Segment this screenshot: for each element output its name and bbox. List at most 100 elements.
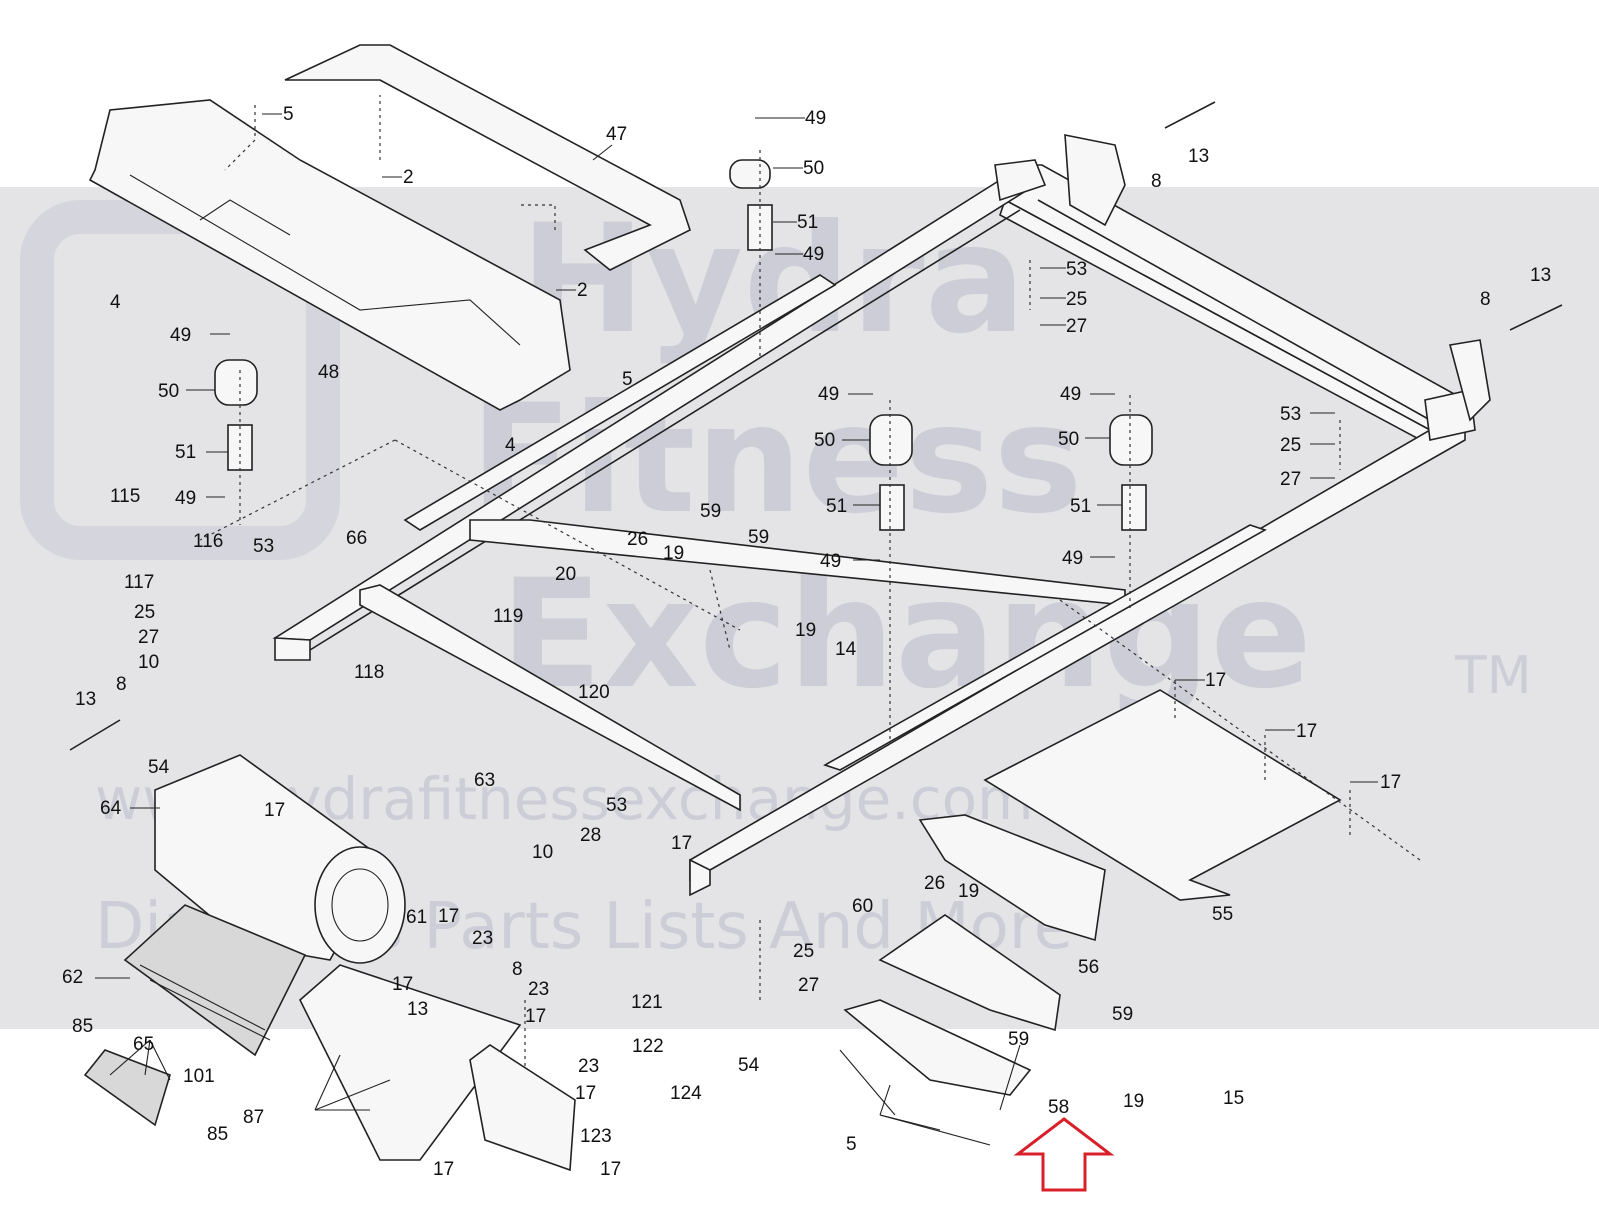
bolt-13-right (1509, 304, 1563, 331)
callout-c71: 13 (407, 999, 428, 1020)
callout-c64: 10 (532, 842, 553, 863)
rear-bracket-left (994, 159, 1047, 202)
motor-fan (331, 868, 389, 942)
spring-top-center (729, 159, 771, 189)
callout-c94: 56 (1078, 957, 1099, 978)
frame-rail-rear-side (999, 198, 1431, 447)
callout-c6: 4 (110, 292, 121, 313)
callout-labels: 5247248454495051498135325271384950514949… (62, 104, 1551, 1180)
callout-c101: 55 (1212, 904, 1233, 925)
hood-cover-47 (284, 44, 691, 271)
leader-c76-a (109, 1039, 151, 1076)
callout-c98: 15 (1223, 1088, 1244, 1109)
callout-c51: 119 (493, 606, 523, 627)
leader-c100-b (879, 1084, 891, 1116)
callout-c13: 8 (1151, 171, 1162, 192)
callout-c76: 65 (133, 1034, 154, 1055)
callout-c65: 28 (580, 825, 601, 846)
callout-c1: 5 (283, 104, 294, 125)
callout-c28: 53 (1280, 404, 1301, 425)
callout-c81: 122 (632, 1036, 664, 1057)
callout-c24: 49 (818, 384, 839, 405)
cover-58 (843, 999, 1032, 1096)
guide-1 (224, 105, 256, 171)
watermark-trademark: TM (1455, 646, 1532, 706)
callout-c85: 17 (433, 1159, 454, 1180)
controller-board (123, 904, 307, 1057)
callout-c59: 64 (100, 798, 122, 819)
callout-c7: 5 (622, 369, 633, 390)
rear-bracket-right (1424, 389, 1476, 441)
bolt-13-top (1164, 101, 1216, 129)
callout-c88: 54 (738, 1055, 760, 1076)
leader-c76-c (149, 1039, 171, 1081)
leader-c100-a (839, 1049, 896, 1116)
callout-c75: 85 (72, 1016, 93, 1037)
callout-c29: 25 (1280, 435, 1301, 456)
callout-c40: 25 (134, 602, 155, 623)
callout-c86: 17 (600, 1159, 621, 1180)
drive-motor-64 (154, 754, 406, 964)
callout-c20: 49 (170, 325, 191, 346)
callout-c57: 17 (1296, 721, 1317, 742)
callout-c32: 50 (1058, 429, 1079, 450)
controller-heatsink-line-2 (149, 979, 271, 1041)
spring-cushions (214, 159, 1153, 531)
callout-c42: 10 (138, 652, 159, 673)
callout-c39: 117 (124, 572, 154, 593)
callout-c50: 20 (555, 564, 576, 585)
callout-c44: 8 (116, 674, 127, 695)
callout-c93: 19 (958, 881, 979, 902)
callout-c17: 27 (1066, 316, 1087, 337)
callout-c87: 124 (670, 1083, 702, 1104)
small-board-101 (83, 1049, 171, 1127)
callout-c49: 19 (663, 543, 684, 564)
hood-base-inner-line (129, 174, 521, 346)
callout-c96: 59 (1112, 1004, 1133, 1025)
callout-c61: 63 (474, 770, 495, 791)
callout-c15: 53 (1066, 259, 1087, 280)
callout-c22: 51 (175, 442, 196, 463)
callout-c16: 25 (1066, 289, 1087, 310)
callout-c82: 23 (578, 1056, 599, 1077)
callout-c30: 27 (1280, 469, 1301, 490)
callout-c100: 5 (846, 1134, 857, 1155)
callout-c2: 2 (403, 167, 414, 188)
callout-c34: 49 (1062, 548, 1083, 569)
callout-c4: 2 (577, 280, 588, 301)
callout-c67: 61 (406, 907, 427, 928)
callout-c97: 19 (1123, 1091, 1144, 1112)
callout-c33: 51 (1070, 496, 1091, 517)
callout-c55: 118 (354, 662, 384, 683)
callout-c79: 87 (243, 1107, 264, 1128)
callout-c47: 59 (748, 527, 769, 548)
frame-crossbar-front (359, 584, 741, 812)
callout-c53: 19 (795, 620, 816, 641)
callout-c52: 120 (578, 682, 610, 703)
callout-c23: 49 (175, 488, 196, 509)
cylinder-center (879, 484, 905, 531)
rear-brackets (994, 134, 1491, 441)
walking-deck-55 (983, 689, 1342, 901)
callout-c36: 116 (193, 531, 223, 552)
mount-60 (878, 914, 1061, 1032)
controller-board-62 (123, 904, 307, 1057)
guide-17 (709, 569, 731, 651)
component-box-123 (469, 1044, 576, 1172)
callout-c45: 54 (148, 757, 170, 778)
guide-10 (199, 439, 396, 541)
frame-rails (272, 164, 1466, 897)
callout-c35: 115 (110, 486, 140, 507)
callout-c18: 13 (1530, 265, 1551, 286)
frame-rail-rear-edge (1037, 199, 1431, 421)
frame-rail-left-edge (309, 209, 1021, 651)
callout-c9: 49 (805, 108, 826, 129)
motor-end-cap (314, 846, 406, 964)
frame-angle-iron-left (403, 274, 837, 531)
callout-c43: 13 (75, 689, 96, 710)
callout-c46: 59 (700, 501, 721, 522)
callout-c77: 101 (183, 1066, 215, 1087)
frame-angle-iron-right (823, 524, 1267, 771)
leader-lines (95, 113, 1378, 1146)
